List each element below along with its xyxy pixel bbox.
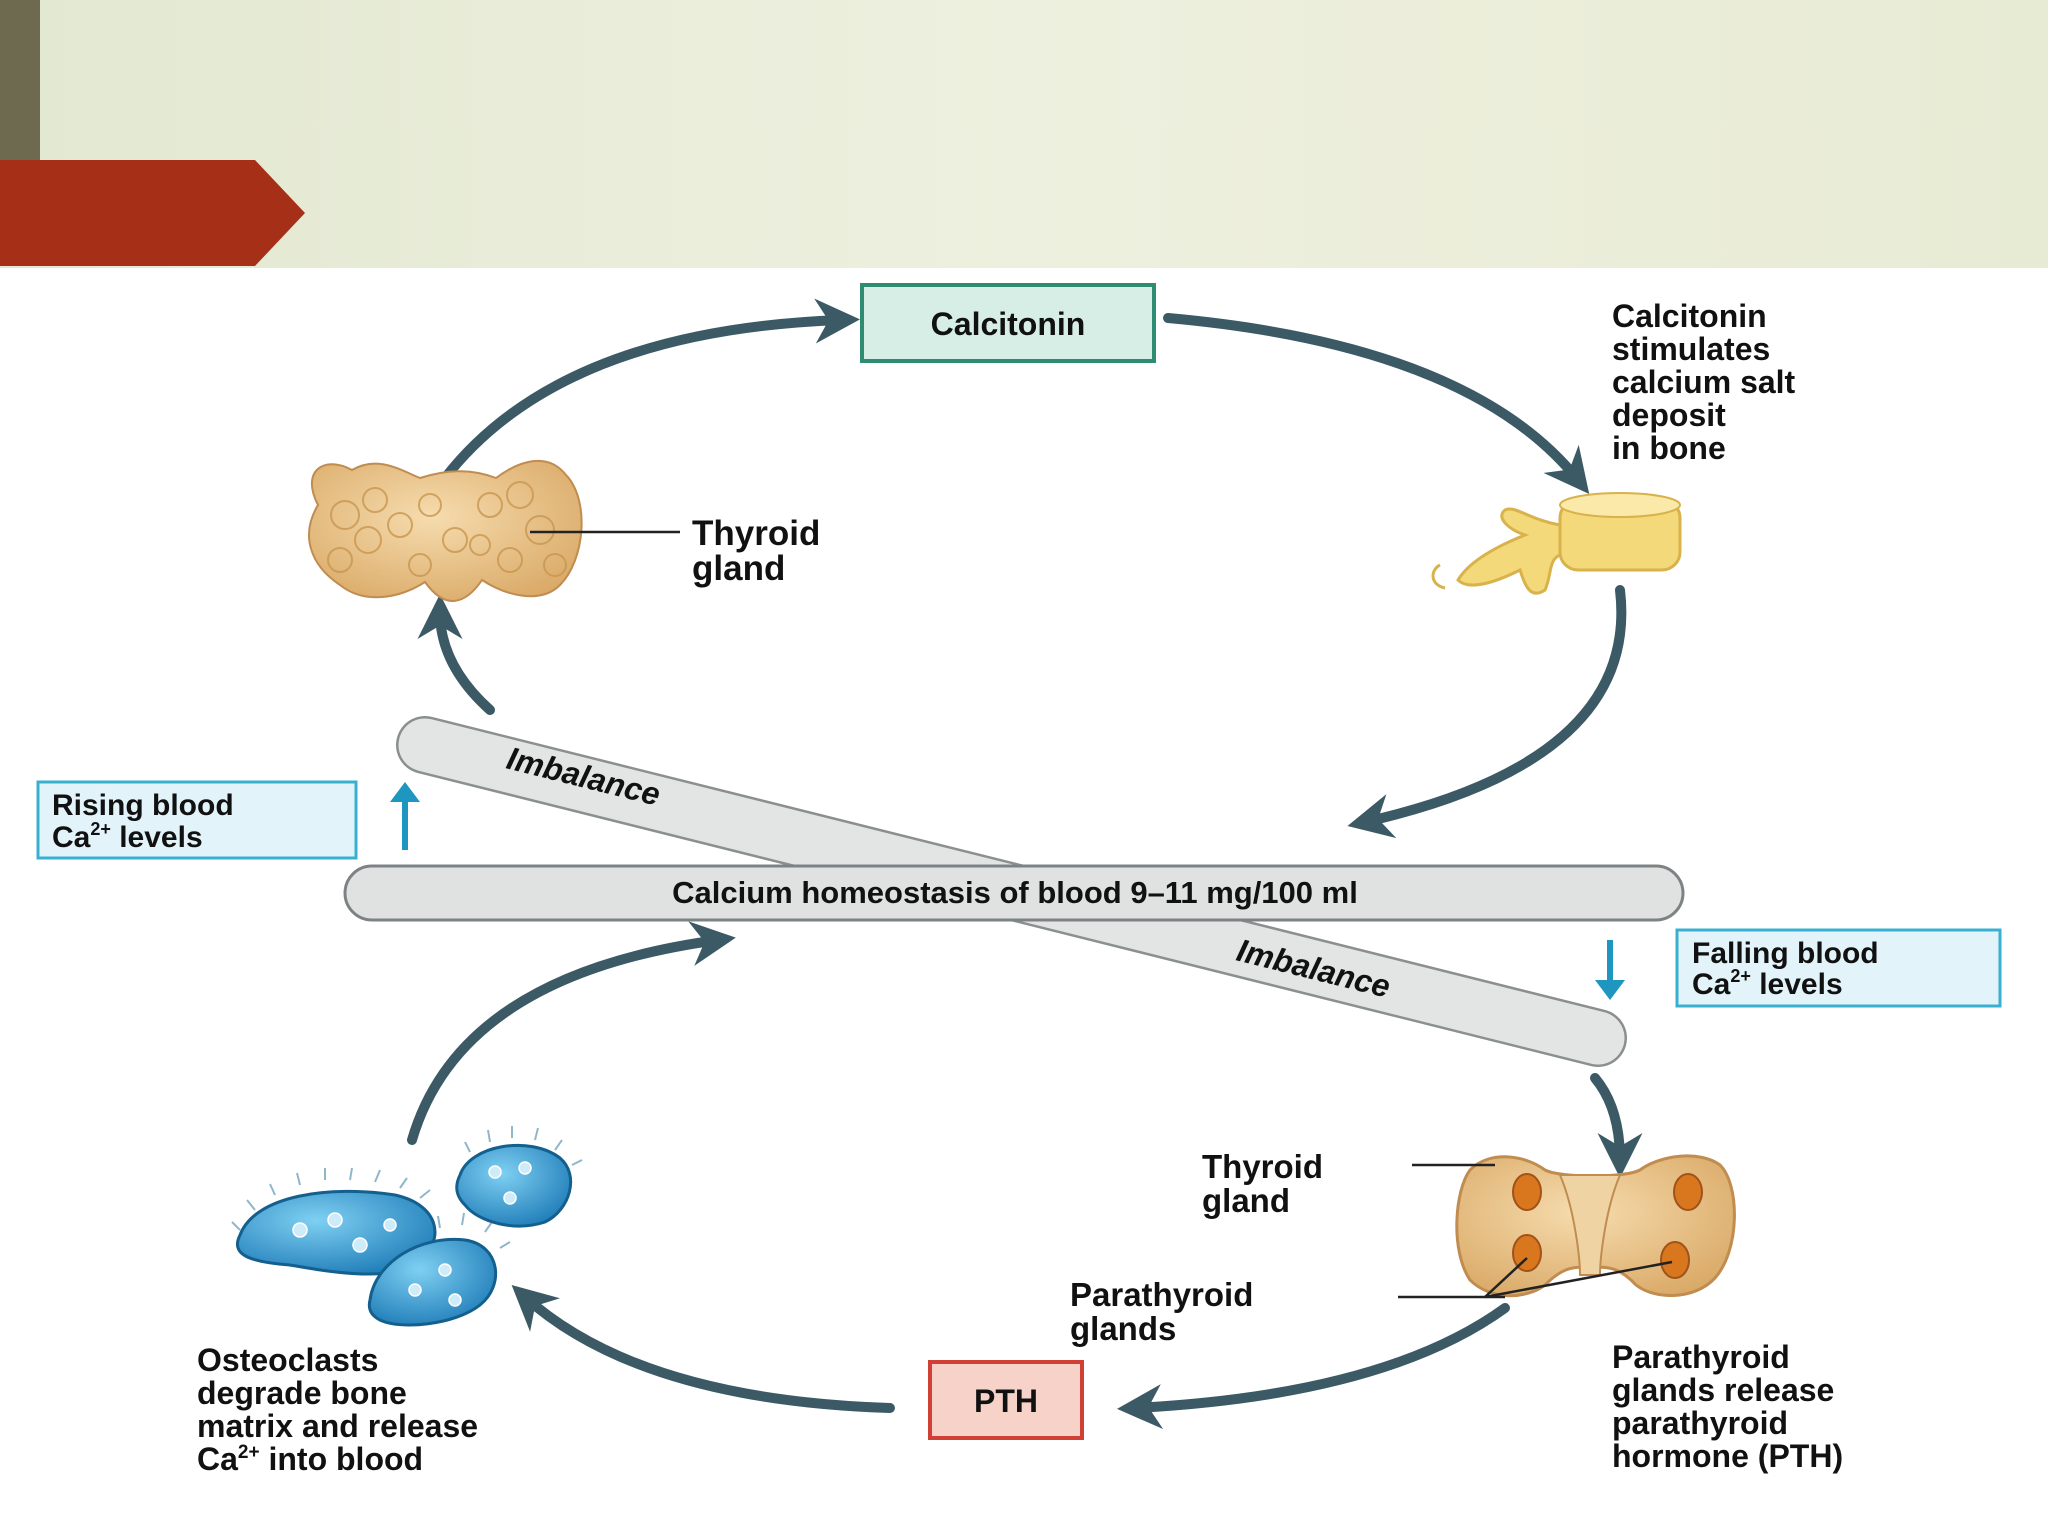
thyroid-bottom-label: Thyroid gland [1202,1148,1332,1219]
thyroid-top-label: Thyroid gland [692,514,830,588]
arrow-thyroid-to-calcitonin [440,298,860,483]
falling-arrow-icon [1595,940,1625,1000]
osteoclasts-illustration [231,1126,583,1327]
svg-text:Rising blood: Rising blood [52,789,234,822]
homeostasis-label: Calcium homeostasis of blood 9–11 mg/100… [672,875,1358,910]
calcitonin-effect-text: Calcitonin stimulates calcium salt depos… [1612,298,1804,466]
homeostasis-band: Calcium homeostasis of blood 9–11 mg/100… [343,864,1685,922]
osteoclast-text: Osteoclasts degrade bone matrix and rele… [197,1342,478,1444]
arrow-bone-to-homeostasis [1347,585,1627,839]
arrow-pth-to-osteoclasts [511,1284,895,1413]
falling-blood-line2: Ca2+ levels [1692,966,1843,1001]
rising-blood-line2: Ca2+ levels [52,819,203,854]
cycle-arrows [407,298,1643,1430]
pth-box [928,1360,1084,1440]
rising-arrow-icon [390,782,420,850]
header-side-bar [0,0,40,160]
rising-blood-box: Rising blood Ca2+ levels [36,780,358,860]
svg-text:Falling blood: Falling blood [1692,937,1879,970]
header-band [0,0,2048,268]
bone-vertebra-illustration [1431,492,1682,595]
header-tab-shape [0,160,305,266]
calcitonin-box [860,283,1156,363]
pth-release-text: Parathyroid glands release parathyroid h… [1612,1339,1843,1474]
arrow-imbalance-to-thyroid [417,594,495,715]
parathyroid-label: Parathyroid glands [1070,1276,1263,1347]
thyroid-gland-top-illustration [308,459,680,602]
pth-label: PTH [974,1383,1038,1419]
arrow-calcitonin-to-bone [1163,313,1590,495]
arrow-imbalance-to-parathyroid [1590,1073,1643,1178]
calcitonin-label: Calcitonin [931,306,1086,342]
arrow-parathyroid-to-pth [1117,1303,1510,1430]
parathyroid-illustration [1398,1154,1736,1299]
arrow-osteoclasts-to-homeostasis [407,921,736,1145]
osteoclast-text-line4: Ca2+ into blood [197,1441,423,1477]
falling-blood-box: Falling blood Ca2+ levels [1675,928,2002,1008]
